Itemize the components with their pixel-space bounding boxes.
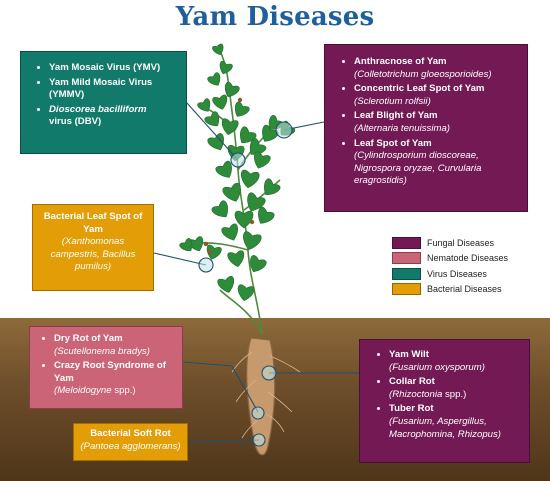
virus-diseases-box: Yam Mosaic Virus (YMV) Yam Mild Mosaic V…	[20, 51, 187, 154]
fungal-item: Concentric Leaf Spot of Yam(Sclerotium r…	[354, 83, 521, 108]
legend: Fungal Diseases Nematode Diseases Virus …	[392, 235, 508, 297]
leaf	[215, 160, 232, 178]
root-fungal-item: Tuber Rot(Fusarium, Aspergillus, Macroph…	[389, 403, 523, 441]
fungal-item: Leaf Blight of Yam(Alternaria tenuissima…	[354, 110, 521, 135]
root-fungal-item: Collar Rot(Rhizoctonia spp.)	[389, 376, 523, 401]
leaf	[207, 133, 224, 151]
fungal-item: Anthracnose of Yam(Colletotrichum gloeos…	[354, 56, 521, 81]
leaf	[204, 111, 220, 127]
bacterial-soft-rot-box: Bacterial Soft Rot (Pantoea agglomerans)	[73, 423, 188, 461]
leaf	[264, 178, 281, 196]
virus-item: Yam Mosaic Virus (YMV)	[49, 62, 178, 75]
bulbil	[207, 249, 213, 255]
legend-item-bacterial: Bacterial Diseases	[392, 282, 508, 298]
disease-name: Bacterial Soft Rot	[90, 428, 171, 439]
leaf	[240, 126, 257, 144]
leaf	[227, 250, 245, 267]
leaf	[224, 81, 240, 98]
leaf	[217, 275, 235, 293]
leaf	[221, 118, 239, 135]
legend-label: Virus Diseases	[427, 268, 487, 279]
bulbil	[237, 97, 243, 103]
legend-label: Nematode Diseases	[427, 253, 509, 264]
legend-label: Fungal Diseases	[427, 237, 495, 248]
legend-item-fungal: Fungal Diseases	[392, 235, 508, 251]
legend-swatch	[392, 252, 421, 265]
bacterial-leaf-spot-box: Bacterial Leaf Spot of Yam (Xanthomonas …	[32, 204, 154, 291]
nematode-item: Crazy Root Syndrome of Yam(Meloidogyne s…	[54, 360, 176, 398]
leaf	[179, 238, 193, 252]
leaf	[212, 43, 224, 56]
leaf	[247, 192, 266, 212]
leaf	[212, 94, 228, 110]
leaf	[221, 223, 238, 241]
pathogen-name: (Pantoea agglomerans)	[80, 440, 181, 452]
bulbil	[203, 241, 209, 247]
leaf	[197, 98, 211, 112]
leaf	[254, 151, 271, 169]
leaf	[250, 255, 267, 273]
disease-name: Bacterial Leaf Spot of Yam	[43, 211, 143, 235]
legend-label: Bacterial Diseases	[427, 284, 502, 295]
bulbil	[249, 219, 255, 225]
leaf	[243, 231, 262, 250]
leaf	[222, 182, 241, 202]
diagram-title: Yam Diseases	[175, 2, 375, 32]
leaf	[206, 244, 222, 260]
leaf	[219, 60, 233, 75]
fungal-item: Leaf Spot of Yam(Cylindrosporium dioscor…	[354, 138, 521, 188]
root-fungal-diseases-box: Yam Wilt(Fusarium oxysporum) Collar Rot(…	[359, 339, 530, 463]
legend-item-nematode: Nematode Diseases	[392, 251, 508, 267]
leaf	[249, 138, 267, 155]
leaf	[258, 206, 275, 224]
legend-swatch	[392, 236, 421, 249]
legend-swatch	[392, 267, 421, 280]
leaf	[211, 200, 228, 218]
leaf-cluster	[179, 43, 296, 301]
highlight-circles	[198, 121, 293, 447]
tuber	[231, 337, 301, 456]
pathogen-name: (Xanthomonas campestris, Bacillus pumilu…	[50, 236, 136, 273]
root-fungal-item: Yam Wilt(Fusarium oxysporum)	[389, 349, 523, 374]
leaf	[234, 101, 250, 117]
nematode-item: Dry Rot of Yam(Scutellonema bradys)	[54, 333, 176, 358]
leaf	[234, 210, 254, 229]
nematode-diseases-box: Dry Rot of Yam(Scutellonema bradys) Craz…	[29, 326, 183, 409]
leaf	[237, 284, 255, 301]
legend-swatch	[392, 283, 421, 296]
virus-item: Yam Mild Mosaic Virus (YMMV)	[49, 77, 178, 102]
leaf	[207, 72, 221, 86]
leaf	[241, 169, 260, 189]
legend-item-virus: Virus Diseases	[392, 266, 508, 282]
foliar-fungal-diseases-box: Anthracnose of Yam(Colletotrichum gloeos…	[324, 44, 528, 212]
